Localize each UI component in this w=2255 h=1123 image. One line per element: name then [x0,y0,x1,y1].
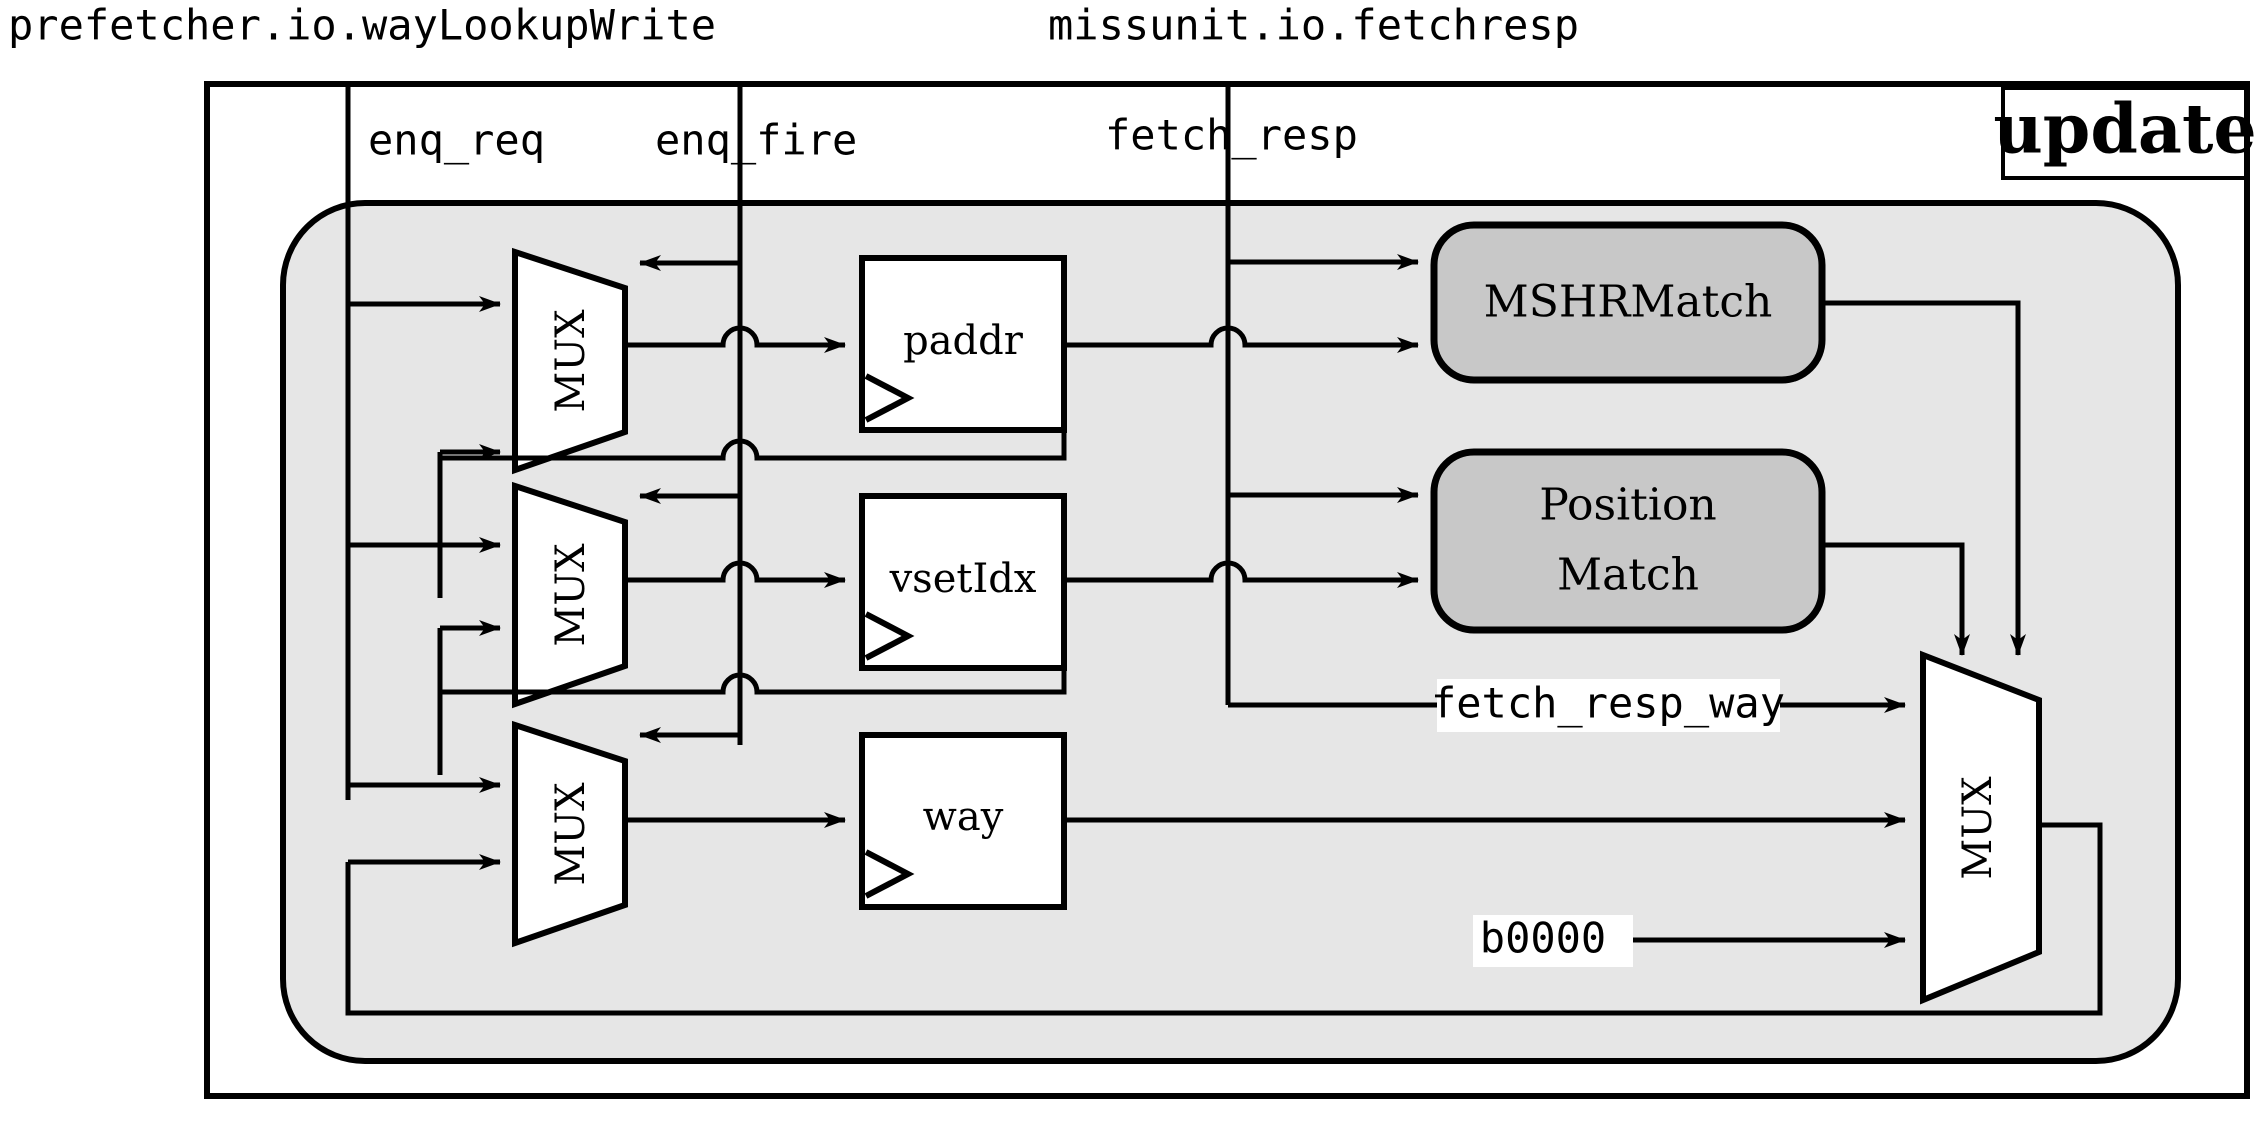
mshr-match-label: MSHRMatch [1484,277,1773,328]
reg-vsetidx-label: vsetIdx [889,556,1037,602]
position-match-block[interactable] [1430,448,1826,634]
wire-paddr-out [1064,325,1419,353]
b0000-label: b0000 [1480,914,1606,963]
b0000-label-bg [1473,915,1633,967]
bus-label-enq-req: enq_req [368,116,545,165]
mux-output[interactable] [1920,650,2042,1005]
clock-triangle-vsetidx [864,611,915,661]
clock-triangle-way [864,849,915,899]
wire-mux-vsetidx-out [625,560,846,588]
wire-vsetidx-feedback [440,580,1067,695]
external-port-label-0: prefetcher.io.wayLookupWrite [8,1,716,50]
wire-position-to-output-mux [1822,542,1970,656]
mux-paddr[interactable] [512,247,628,475]
bus-label-enq-fire: enq_fire [655,116,857,165]
wire-output-mux-feedback [345,822,2103,1016]
fetch-resp-way-label: fetch_resp_way [1431,679,1785,728]
mux-way[interactable] [512,720,628,948]
update-badge-label: update [1993,90,2255,170]
fetch-resp-way-label-bg [1437,679,1780,732]
mux-paddr-label: MUX [548,309,594,413]
update-badge-box [2001,86,2248,180]
external-port-label-1: missunit.io.fetchresp [1048,1,1579,50]
wire-mshr-to-output-mux [1822,300,2026,656]
mux-vsetidx-label: MUX [548,543,594,647]
position-match-label-line2: Match [1557,550,1699,601]
mux-way-label: MUX [548,782,594,886]
position-match-label-line1: Position [1539,480,1717,531]
mux-vsetidx[interactable] [512,481,628,709]
bus-label-fetch-resp: fetch_resp [1105,111,1358,160]
mux-output-label: MUX [1955,776,2001,880]
reg-paddr-label: paddr [903,318,1024,364]
wire-mux-paddr-out [625,325,846,353]
wire-paddr-feedback [440,345,1067,461]
reg-way-label: way [923,794,1004,840]
wire-vsetidx-out [1064,560,1419,588]
clock-triangle-paddr [864,373,915,423]
